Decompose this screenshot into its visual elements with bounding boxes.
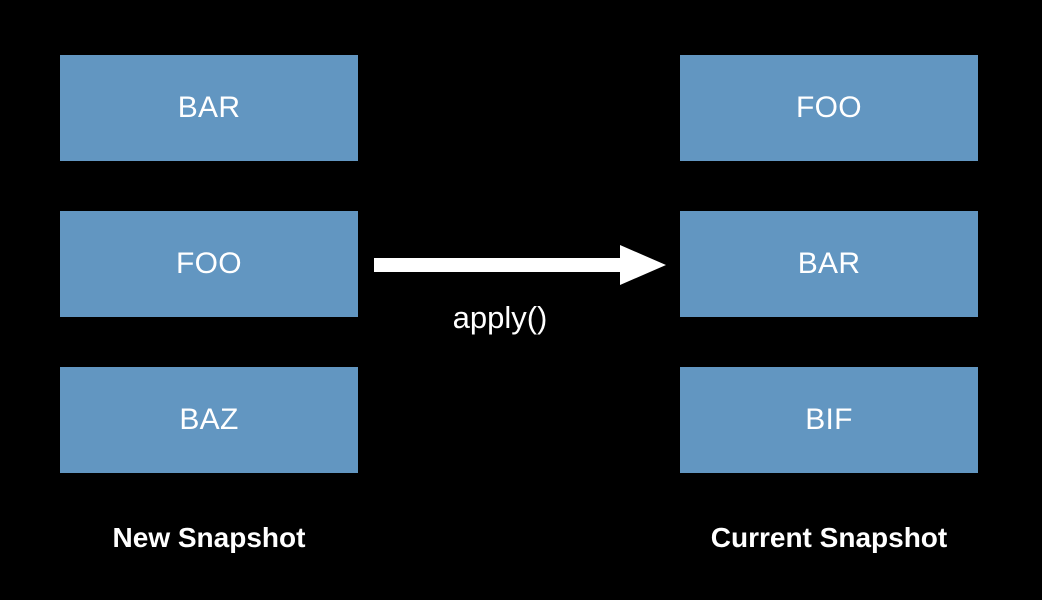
caption-new-snapshot: New Snapshot	[112, 522, 306, 553]
node-label: BAR	[797, 247, 861, 280]
node-new-snapshot-3[interactable]: BAZ	[60, 367, 358, 473]
node-label: BAR	[177, 91, 241, 124]
node-new-snapshot-1[interactable]: BAR	[60, 55, 358, 161]
node-label: BIF	[805, 403, 853, 436]
node-label: FOO	[176, 247, 242, 280]
node-label: FOO	[796, 91, 862, 124]
arrow-right-icon	[374, 245, 666, 285]
node-current-snapshot-2[interactable]: BAR	[680, 211, 978, 317]
connector-label: apply()	[452, 300, 548, 335]
node-current-snapshot-1[interactable]: FOO	[680, 55, 978, 161]
node-label: BAZ	[179, 403, 239, 436]
node-new-snapshot-2[interactable]: FOO	[60, 211, 358, 317]
node-current-snapshot-3[interactable]: BIF	[680, 367, 978, 473]
caption-current-snapshot: Current Snapshot	[710, 522, 948, 553]
